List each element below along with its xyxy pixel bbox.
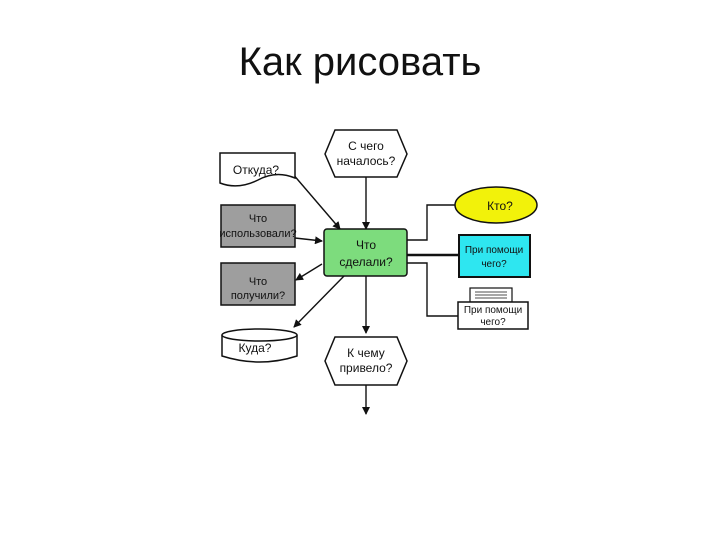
- node-got-line2: получили?: [231, 290, 285, 302]
- node-start-line2: началось?: [337, 154, 396, 168]
- node-used: Что использовали?: [219, 204, 297, 248]
- node-center-line1: Что: [356, 238, 376, 252]
- arrow-source-to-center: [291, 172, 341, 230]
- node-who: Кто?: [454, 186, 538, 224]
- node-got: Что получили?: [220, 262, 296, 306]
- node-source: Откуда?: [219, 152, 296, 187]
- node-who-line1: Кто?: [487, 199, 513, 213]
- node-center-line2: сделали?: [339, 255, 393, 269]
- node-where: Куда?: [221, 328, 298, 363]
- node-result: К чему привело?: [324, 336, 408, 386]
- arrow-used-to-center: [294, 236, 323, 245]
- line-center-to-who: [407, 204, 456, 241]
- arrow-center-to-where: [293, 274, 346, 328]
- node-tool2-line2: чего?: [480, 317, 506, 328]
- line-center-to-tool2: [407, 262, 458, 317]
- node-source-line1: Откуда?: [233, 163, 279, 177]
- node-tool2: При помощи чего?: [457, 287, 529, 330]
- node-used-line1: Что: [249, 213, 267, 225]
- node-where-line1: Куда?: [239, 341, 272, 355]
- arrow-center-to-got: [295, 263, 323, 281]
- node-center: Что сделали?: [323, 228, 408, 277]
- slide-title: Как рисовать: [238, 40, 482, 84]
- node-got-line1: Что: [249, 276, 267, 288]
- node-tool1-line2: чего?: [481, 259, 507, 270]
- node-start-line1: С чего: [348, 139, 384, 153]
- node-tool2-line1: При помощи: [464, 305, 522, 316]
- node-result-line2: привело?: [340, 361, 393, 375]
- node-used-line2: использовали?: [219, 228, 296, 240]
- connectors: [291, 172, 459, 415]
- node-tool1: При помощи чего?: [458, 234, 531, 278]
- node-tool1-line1: При помощи: [465, 245, 523, 256]
- node-result-line1: К чему: [347, 346, 385, 360]
- node-start: С чего началось?: [324, 129, 408, 178]
